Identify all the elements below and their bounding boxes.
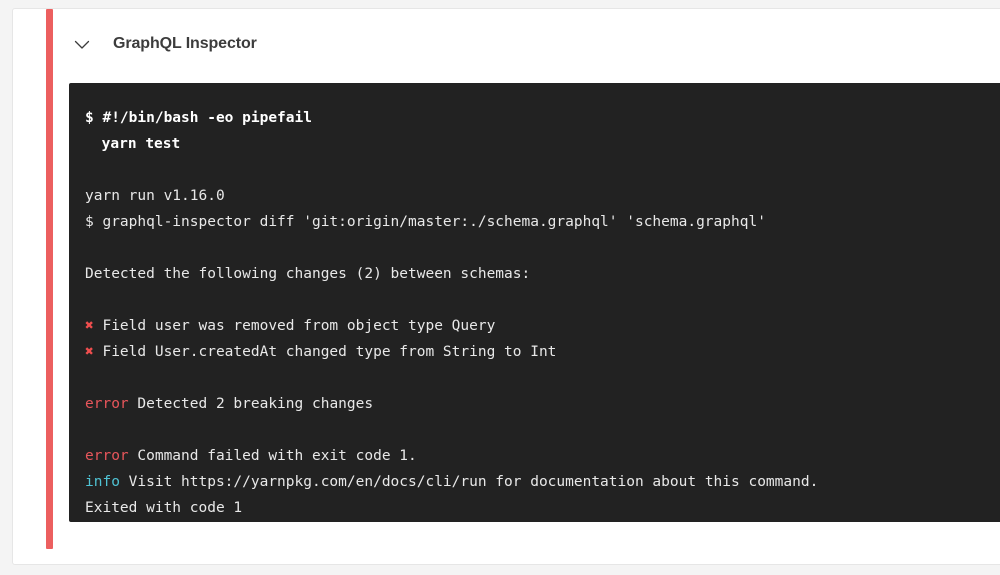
terminal-line xyxy=(85,287,1000,313)
terminal-line-text: Detected 2 breaking changes xyxy=(128,396,374,412)
terminal-line xyxy=(85,235,1000,261)
terminal-command-text: yarn test xyxy=(101,136,181,152)
terminal-line-text: Field User.createdAt changed type from S… xyxy=(93,344,557,360)
terminal-line: Exited with code 1 xyxy=(85,495,1000,521)
terminal-line: $ #!/bin/bash -eo pipefail xyxy=(85,105,1000,131)
terminal-line: info Visit https://yarnpkg.com/en/docs/c… xyxy=(85,469,1000,495)
terminal-line: ✖ Field user was removed from object typ… xyxy=(85,313,1000,339)
terminal-line: ✖ Field User.createdAt changed type from… xyxy=(85,339,1000,365)
terminal-line: Detected the following changes (2) betwe… xyxy=(85,261,1000,287)
job-card: GraphQL Inspector $ #!/bin/bash -eo pipe… xyxy=(12,8,1000,565)
terminal-line: error Command failed with exit code 1. xyxy=(85,443,1000,469)
terminal-line-text: Detected the following changes (2) betwe… xyxy=(85,266,531,282)
terminal-line: yarn run v1.16.0 xyxy=(85,183,1000,209)
job-header[interactable]: GraphQL Inspector xyxy=(69,29,257,59)
terminal-line-text: Command failed with exit code 1. xyxy=(128,448,417,464)
cross-mark-icon: ✖ xyxy=(85,344,94,360)
cross-mark-icon: ✖ xyxy=(85,318,94,334)
chevron-down-icon[interactable] xyxy=(69,31,95,57)
terminal-line-text: Field user was removed from object type … xyxy=(93,318,496,334)
terminal-error-label: error xyxy=(85,448,129,464)
terminal-command-text: $ #!/bin/bash -eo pipefail xyxy=(85,110,312,126)
terminal-line: yarn test xyxy=(85,131,1000,157)
terminal-line: $ graphql-inspector diff 'git:origin/mas… xyxy=(85,209,1000,235)
terminal-log-panel[interactable]: $ #!/bin/bash -eo pipefail yarn test yarn… xyxy=(69,83,1000,522)
terminal-log-body: $ #!/bin/bash -eo pipefail yarn test yarn… xyxy=(85,105,1000,521)
terminal-info-label: info xyxy=(85,474,120,490)
terminal-line xyxy=(85,365,1000,391)
terminal-line xyxy=(85,417,1000,443)
job-title: GraphQL Inspector xyxy=(113,35,257,52)
terminal-line: error Detected 2 breaking changes xyxy=(85,391,1000,417)
job-status-bar xyxy=(46,9,53,549)
terminal-line xyxy=(85,157,1000,183)
terminal-line-text: Visit https://yarnpkg.com/en/docs/cli/ru… xyxy=(119,474,819,490)
terminal-line-text: Exited with code 1 xyxy=(85,500,243,516)
terminal-line-text: yarn run v1.16.0 xyxy=(85,188,225,204)
terminal-error-label: error xyxy=(85,396,129,412)
terminal-line-text: $ graphql-inspector diff 'git:origin/mas… xyxy=(85,214,766,230)
